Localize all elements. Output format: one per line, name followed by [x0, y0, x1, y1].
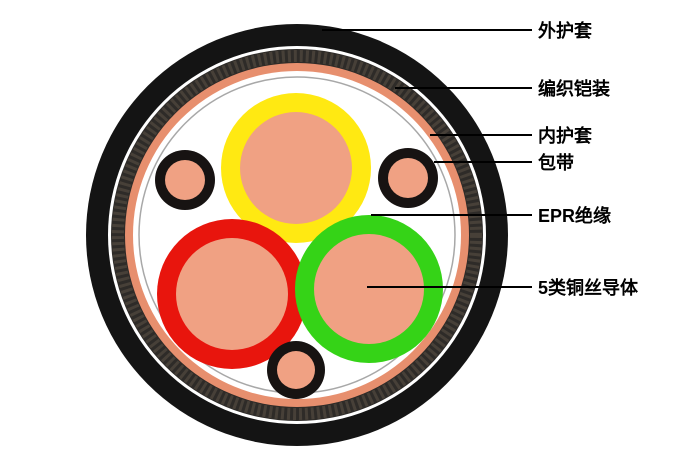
filler-core-left [165, 160, 205, 200]
copper-conductor-core-top [240, 112, 352, 224]
label-outer-sheath: 外护套 [538, 20, 592, 41]
part-labels: 外护套 编织铠装 内护套 包带 EPR绝缘 5类铜丝导体 [538, 20, 639, 298]
label-inner-sheath: 内护套 [538, 125, 592, 146]
copper-conductor-core-left [176, 238, 288, 350]
filler-wires [155, 148, 438, 399]
braided-armor-texture [112, 50, 482, 420]
leader-lines [322, 29, 532, 288]
label-tape: 包带 [538, 152, 574, 173]
filler-core-bottom [277, 351, 315, 389]
copper-conductor-core-right [314, 234, 424, 344]
label-epr-insulation: EPR绝缘 [538, 205, 611, 226]
label-braided-armor: 编织铠装 [538, 78, 610, 99]
filler-core-right [388, 158, 428, 198]
label-conductor: 5类铜丝导体 [538, 277, 639, 298]
insulated-conductors [157, 93, 443, 369]
